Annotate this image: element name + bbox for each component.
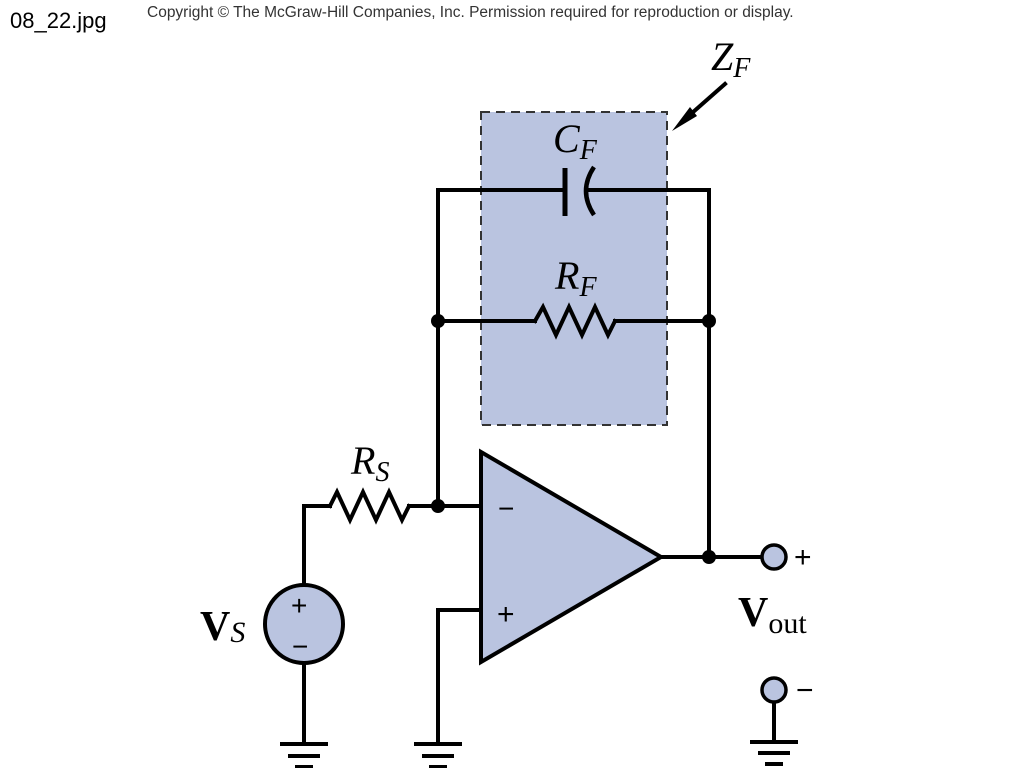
rf-label: RF: [554, 253, 597, 303]
cf-label: CF: [553, 116, 598, 166]
zf-pointer-arrowhead: [672, 107, 697, 131]
opamp-inverting-sign: −: [498, 493, 514, 524]
source-ground-symbol: [280, 742, 328, 768]
vs-label: VS: [200, 604, 245, 650]
opamp-ground-symbol: [414, 742, 462, 768]
rs-label: RS: [350, 438, 389, 488]
output-ground-symbol: [750, 703, 798, 766]
junction-dot-rf-right: [702, 314, 716, 328]
junction-dot-rf-left: [431, 314, 445, 328]
output-plus-terminal: [760, 543, 788, 571]
file-name-label: 08_22.jpg: [10, 8, 107, 33]
left-feedback-wire: [436, 188, 565, 507]
output-plus-sign: +: [794, 541, 812, 574]
zf-feedback-box: [480, 111, 668, 426]
rf-resistor-zigzag: [532, 302, 618, 340]
source-minus-sign: −: [292, 631, 308, 662]
copyright-notice: Copyright © The McGraw-Hill Companies, I…: [147, 4, 794, 21]
op-amp: [479, 448, 665, 666]
junction-dot-output-node: [702, 550, 716, 564]
opamp-noninverting-sign: +: [497, 598, 515, 631]
vout-label: Vout: [738, 590, 807, 640]
output-minus-terminal: [760, 676, 788, 704]
zf-label: ZF: [711, 34, 751, 84]
source-top-wire: [302, 504, 332, 587]
source-plus-sign: +: [291, 590, 307, 621]
right-feedback-wire: [585, 188, 711, 559]
rs-resistor-zigzag: [327, 487, 412, 525]
junction-dot-inverting-node: [431, 499, 445, 513]
output-minus-sign: −: [796, 674, 814, 707]
noninverting-input-wire: [436, 608, 483, 744]
cf-curved-plate: [583, 165, 596, 217]
